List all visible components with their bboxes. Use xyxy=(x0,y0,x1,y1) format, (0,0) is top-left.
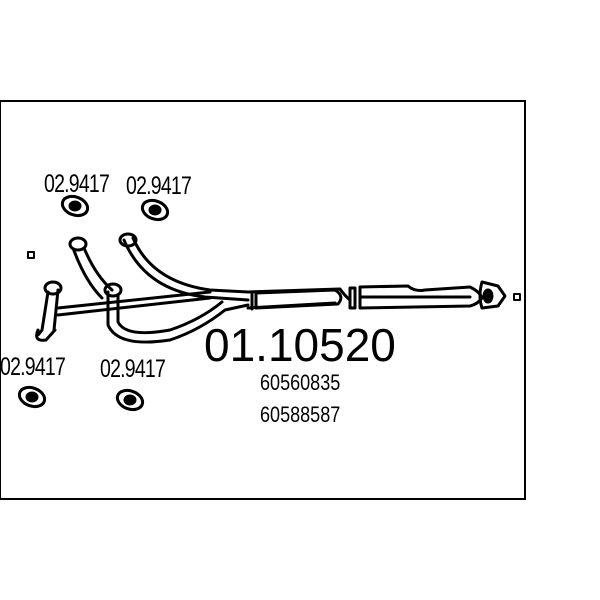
header-pipe-4 xyxy=(106,290,250,344)
gasket-icon xyxy=(60,194,90,218)
header-pipe-3 xyxy=(35,288,60,342)
diagram-frame xyxy=(0,100,526,500)
oe-number: 60588587 xyxy=(260,402,341,427)
part-number: 01.10520 xyxy=(204,319,396,371)
marker-right xyxy=(513,293,521,301)
gasket-icon xyxy=(17,385,47,409)
marker-left xyxy=(27,251,35,259)
cross-pipe xyxy=(56,290,212,317)
gasket-icon xyxy=(140,198,170,222)
oe-number: 60560835 xyxy=(260,370,341,395)
gasket-label: 02.9417 xyxy=(0,353,66,381)
gasket-label: 02.9417 xyxy=(44,170,110,198)
gasket-icon xyxy=(115,388,145,412)
gasket-label: 02.9417 xyxy=(126,172,192,200)
header-pipe-2 xyxy=(122,236,250,302)
gasket-label: 02.9417 xyxy=(100,355,166,383)
catalyst xyxy=(250,288,343,311)
middle-silencer xyxy=(348,284,484,310)
outlet-flange xyxy=(478,280,507,310)
